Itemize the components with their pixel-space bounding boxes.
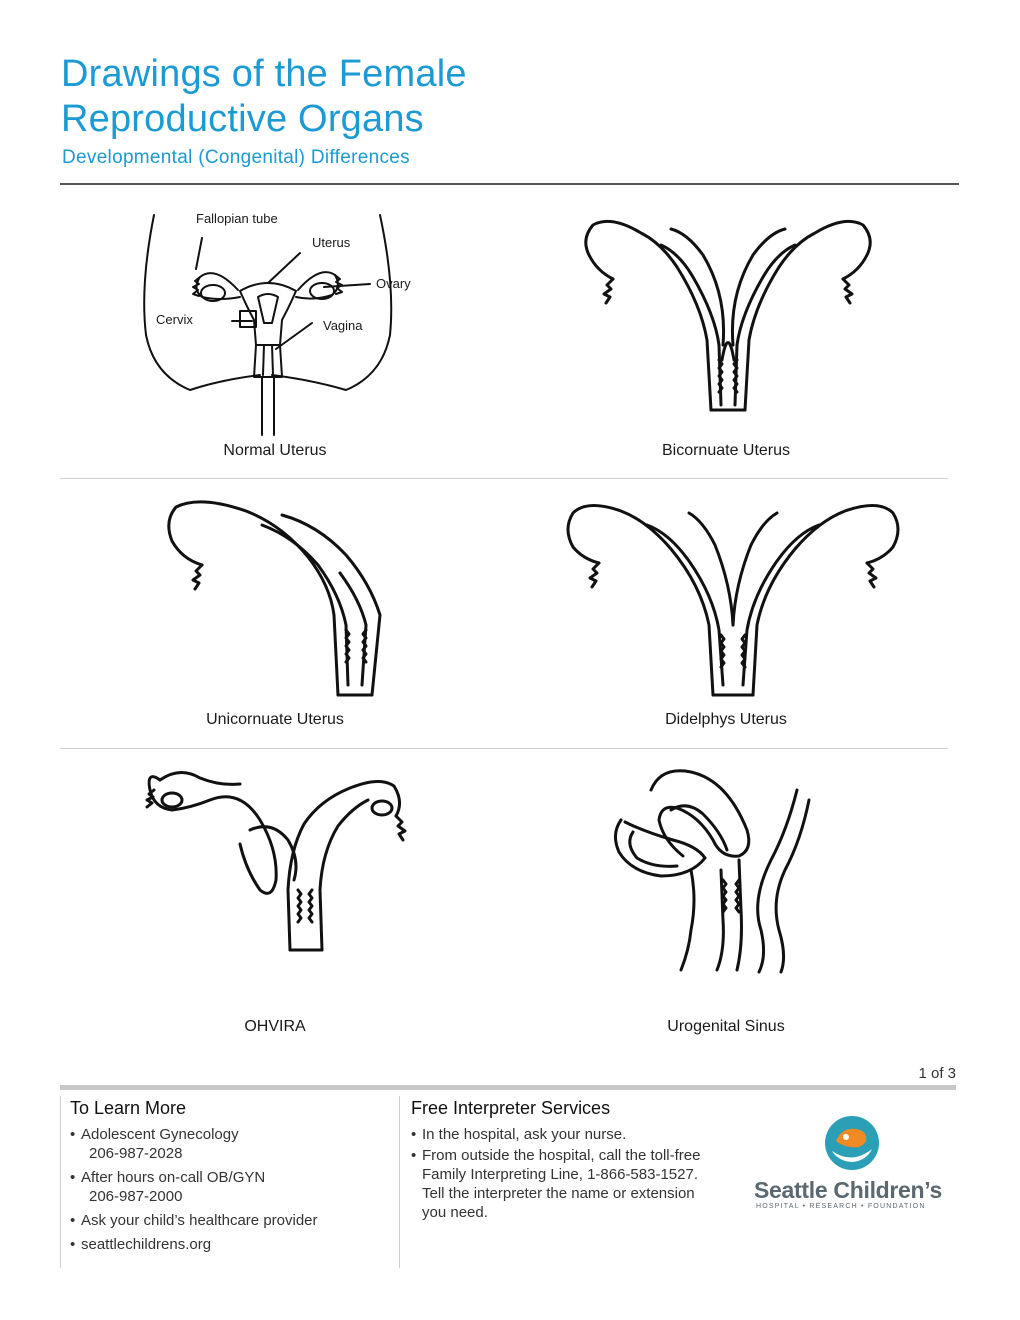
unicornuate-uterus-illustration	[167, 500, 382, 697]
learn-more-section: To Learn More Adolescent Gynecology206-9…	[70, 1098, 390, 1259]
didelphys-uterus-illustration	[566, 504, 900, 697]
header-rule	[60, 183, 959, 185]
title-line-1: Drawings of the Female	[61, 53, 467, 95]
footer-left-border	[60, 1096, 61, 1268]
row-divider-2	[60, 748, 948, 749]
seattle-childrens-logo: Seattle Children’s HOSPITAL • RESEARCH •…	[754, 1115, 954, 1215]
list-item: In the hospital, ask your nurse.	[411, 1125, 711, 1144]
interpreter-list: In the hospital, ask your nurse. From ou…	[411, 1125, 711, 1222]
learn-more-heading: To Learn More	[70, 1098, 187, 1118]
list-item: Ask your child’s healthcare provider	[70, 1211, 390, 1230]
logo-tagline: HOSPITAL • RESEARCH • FOUNDATION	[756, 1203, 926, 1210]
drawing-normal-uterus: Fallopian tube Uterus Ovary Cervix Vagin…	[50, 205, 500, 470]
caption-normal-uterus: Normal Uterus	[223, 442, 327, 459]
label-ovary: Ovary	[376, 276, 411, 291]
caption-didelphys-uterus: Didelphys Uterus	[665, 711, 787, 728]
bicornuate-uterus-illustration	[584, 219, 872, 412]
list-item: From outside the hospital, call the toll…	[411, 1146, 711, 1222]
drawing-bicornuate-uterus: Bicornuate Uterus	[501, 205, 951, 470]
row-divider-1	[60, 478, 948, 479]
label-fallopian-tube: Fallopian tube	[196, 211, 278, 226]
logo-mark-icon	[825, 1116, 879, 1170]
page-subtitle: Developmental (Congenital) Differences	[62, 147, 410, 168]
interpreter-heading: Free Interpreter Services	[411, 1098, 611, 1118]
page-title: Drawings of the Female Reproductive Orga…	[61, 52, 761, 142]
label-uterus: Uterus	[312, 235, 351, 250]
caption-ohvira: OHVIRA	[244, 1018, 306, 1035]
page-number: 1 of 3	[918, 1065, 956, 1082]
drawing-urogenital-sinus: Urogenital Sinus	[501, 760, 951, 1040]
drawing-didelphys-uterus: Didelphys Uterus	[501, 485, 951, 740]
website-link[interactable]: seattlechildrens.org	[70, 1235, 390, 1254]
normal-uterus-illustration	[143, 214, 393, 436]
label-cervix: Cervix	[156, 312, 193, 327]
title-line-2: Reproductive Organs	[61, 98, 424, 140]
ohvira-illustration	[145, 771, 407, 952]
caption-bicornuate-uterus: Bicornuate Uterus	[661, 442, 791, 459]
interpreter-section: Free Interpreter Services In the hospita…	[411, 1098, 731, 1227]
drawing-unicornuate-uterus: Unicornuate Uterus	[50, 485, 500, 740]
urogenital-sinus-illustration	[614, 769, 811, 974]
logo-name: Seattle Children’s	[754, 1177, 943, 1203]
caption-urogenital-sinus: Urogenital Sinus	[667, 1018, 785, 1035]
footer-column-divider	[399, 1096, 400, 1268]
label-vagina: Vagina	[323, 318, 363, 333]
footer-rule	[60, 1085, 956, 1090]
drawing-ohvira: OHVIRA	[50, 760, 500, 1040]
caption-unicornuate-uterus: Unicornuate Uterus	[206, 711, 344, 728]
